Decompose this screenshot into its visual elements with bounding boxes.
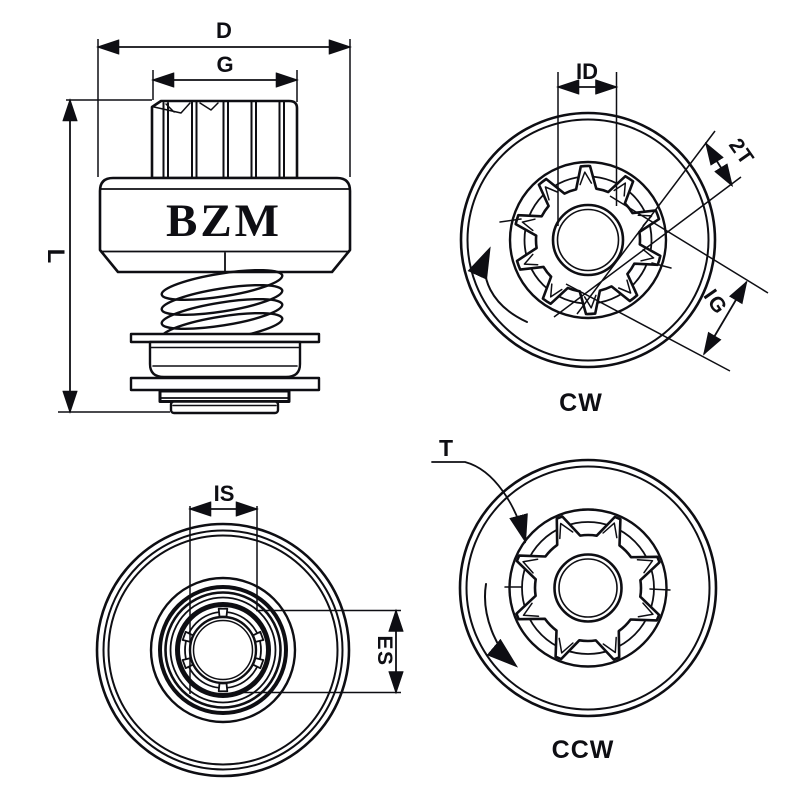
cw-outer-rim-inner <box>466 118 710 362</box>
cw-bore-outer <box>551 203 625 277</box>
dim-label-d: D <box>216 18 232 43</box>
rear-view-group: IS ES <box>95 481 404 778</box>
rotation-label-cw: CW <box>559 389 603 417</box>
rear-ring-thick <box>158 585 288 715</box>
brand-label-bzm: BZM <box>166 195 282 247</box>
shaft-end <box>169 400 280 415</box>
dim-label-is: IS <box>214 481 235 506</box>
rear-bearing-band <box>175 602 271 698</box>
ccw-bore-outer <box>553 553 623 623</box>
ccw-outer-rim-inner <box>465 465 711 711</box>
rear-rim-3 <box>107 534 339 766</box>
rear-spline-notches <box>181 607 265 693</box>
dim-label-l: L <box>42 249 69 264</box>
drive-drum-lines <box>149 346 301 367</box>
gear-face-ccw-facets <box>522 522 654 654</box>
dim-label-g: G <box>216 52 233 77</box>
dim-label-id: ID <box>576 59 598 84</box>
ccw-seam-lines <box>504 586 671 591</box>
ccw-bore-inner <box>558 558 618 618</box>
leader-arrow-t <box>431 461 528 544</box>
dim-label-es: ES <box>373 635 396 666</box>
extension-lines-ig <box>565 195 769 372</box>
cw-seam-lines <box>499 218 672 269</box>
pinion-spline-lines <box>162 101 285 178</box>
extension-lines-is <box>189 506 258 694</box>
rotation-arrow-ccw-icon <box>484 583 519 668</box>
cw-bore-inner <box>556 208 620 272</box>
rear-bore-outer <box>188 615 258 685</box>
flange-plate-lower <box>129 376 321 392</box>
ccw-gear-back-ring <box>521 521 655 655</box>
dimension-line-ig <box>703 280 748 356</box>
rear-ring-3 <box>169 596 277 704</box>
extension-lines-es <box>240 609 401 694</box>
rear-ring-2 <box>164 591 282 709</box>
dimension-line-2t <box>704 141 734 188</box>
cw-cup-circle <box>508 160 668 320</box>
rear-cup-circle <box>149 576 297 724</box>
pinion-helix-detail <box>153 102 219 114</box>
drive-body <box>98 176 352 274</box>
ccw-view-group: T CCW <box>431 435 718 764</box>
tooth-label-t: T <box>439 435 453 461</box>
rear-rim-2 <box>102 529 344 771</box>
ccw-cup-circle <box>508 508 668 668</box>
ccw-outer-rim <box>458 458 718 718</box>
rear-bore-inner <box>192 619 254 681</box>
cw-outer-rim <box>459 111 717 369</box>
side-view-group: D G L BZM <box>42 18 352 415</box>
rear-outer-rim <box>95 522 351 778</box>
rotation-arrow-cw-icon <box>467 246 528 323</box>
drive-body-edges <box>100 188 350 272</box>
rotation-label-ccw: CCW <box>552 736 615 764</box>
shaft-collar <box>158 389 291 403</box>
